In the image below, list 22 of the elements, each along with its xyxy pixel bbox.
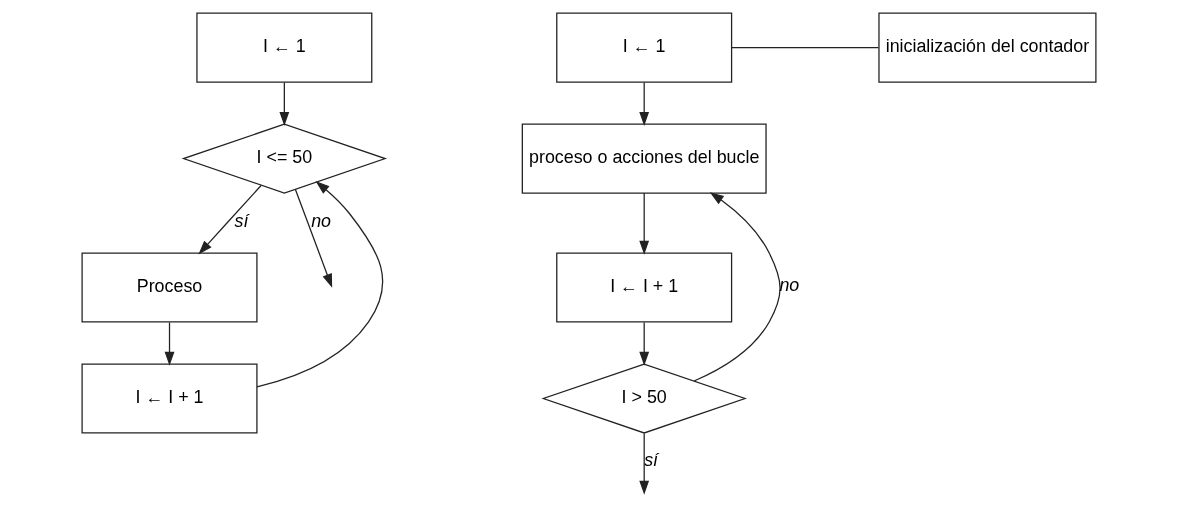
- edge-label: sí: [234, 210, 248, 231]
- node-diamond: I > 50: [540, 363, 747, 434]
- arrow: [294, 188, 332, 288]
- arrow: [197, 184, 262, 255]
- node-box: proceso o acciones del bucle: [521, 123, 767, 194]
- node-box: I ← I + 1: [80, 363, 258, 434]
- node-box: I ← I + 1: [555, 252, 732, 323]
- arrow: [278, 81, 289, 126]
- arrow: [164, 321, 174, 366]
- node-box: Proceso: [80, 252, 258, 323]
- arrow: [255, 181, 383, 388]
- edge-label: no: [778, 274, 799, 295]
- node-box: I ← 1: [555, 12, 732, 83]
- arrow: [638, 192, 649, 255]
- node-box: inicialización del contador: [877, 12, 1097, 83]
- arrow: [638, 81, 649, 126]
- arrow: [638, 432, 649, 495]
- connector: [730, 46, 879, 49]
- arrow: [692, 192, 781, 382]
- node-box: I ← 1: [195, 12, 372, 83]
- arrow: [638, 321, 649, 366]
- edge-label: no: [310, 210, 331, 231]
